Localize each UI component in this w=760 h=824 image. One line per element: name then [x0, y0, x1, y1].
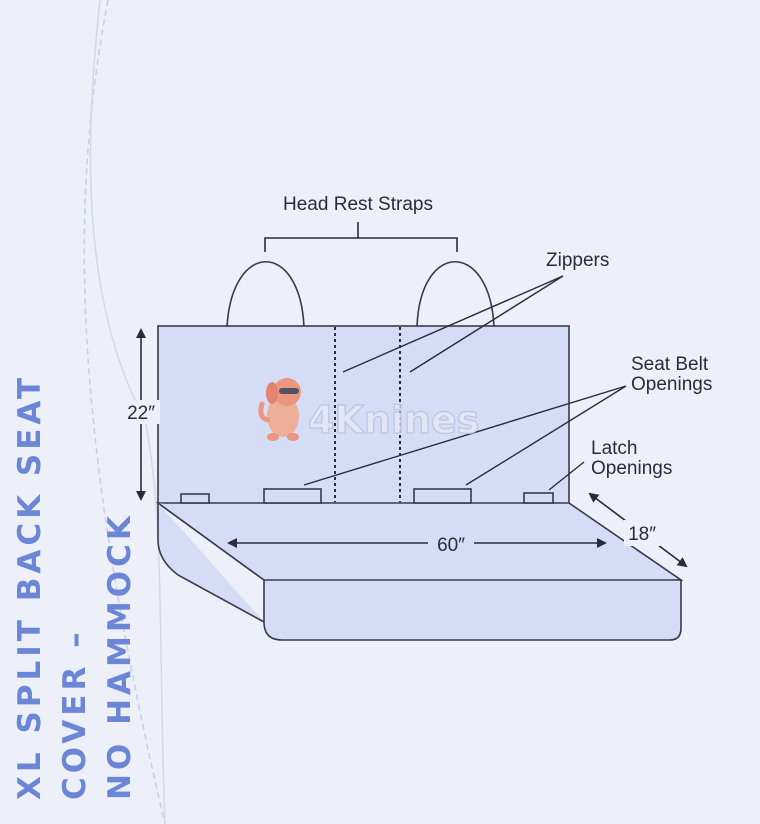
latch-opening-right [523, 492, 554, 504]
title-line-2: NO HAMMOCK [102, 512, 138, 800]
seat-bottom-side [157, 502, 682, 641]
width-label-bg [428, 532, 474, 556]
dog-mascot-icon [258, 378, 301, 441]
zippers-label: Zippers [546, 250, 609, 271]
vertical-title: XL SPLIT BACK SEAT COVER – NO HAMMOCK [8, 40, 138, 800]
head-rest-strap-left [226, 260, 305, 328]
latch-label-line2: Openings [591, 458, 672, 479]
latch-label-line1: Latch [591, 438, 637, 459]
latch-leader [548, 461, 585, 491]
seat-back [157, 325, 570, 505]
height-label: 22″ [127, 403, 155, 424]
seat-belt-opening-right [413, 488, 472, 504]
seat-belt-label-line2: Openings [631, 374, 712, 395]
zippers-leader-left [342, 275, 564, 373]
brand-logo-text: 4Knines [308, 398, 479, 442]
latch-opening-left [180, 493, 210, 504]
background-curve-outer [83, 0, 166, 824]
height-label-bg [122, 400, 160, 424]
width-label: 60″ [437, 535, 465, 556]
seat-belt-opening-left [263, 488, 322, 504]
title-line-1: XL SPLIT BACK SEAT COVER – [12, 373, 93, 800]
seat-belt-label-line1: Seat Belt [631, 354, 709, 375]
brand-logo: 4Knines [258, 378, 480, 443]
head-rest-straps-label: Head Rest Straps [283, 194, 433, 215]
vertical-title-text: XL SPLIT BACK SEAT COVER – NO HAMMOCK [8, 240, 143, 800]
zippers-leader-right [409, 275, 564, 373]
head-rest-strap-right [416, 260, 495, 328]
head-rest-bracket [264, 222, 458, 252]
depth-label-bg [624, 520, 660, 546]
seat-belt-leader-left [303, 385, 627, 486]
depth-label: 18″ [628, 524, 656, 545]
seat-belt-leader-right [465, 385, 627, 486]
seat-bottom-left-edge [157, 503, 265, 623]
